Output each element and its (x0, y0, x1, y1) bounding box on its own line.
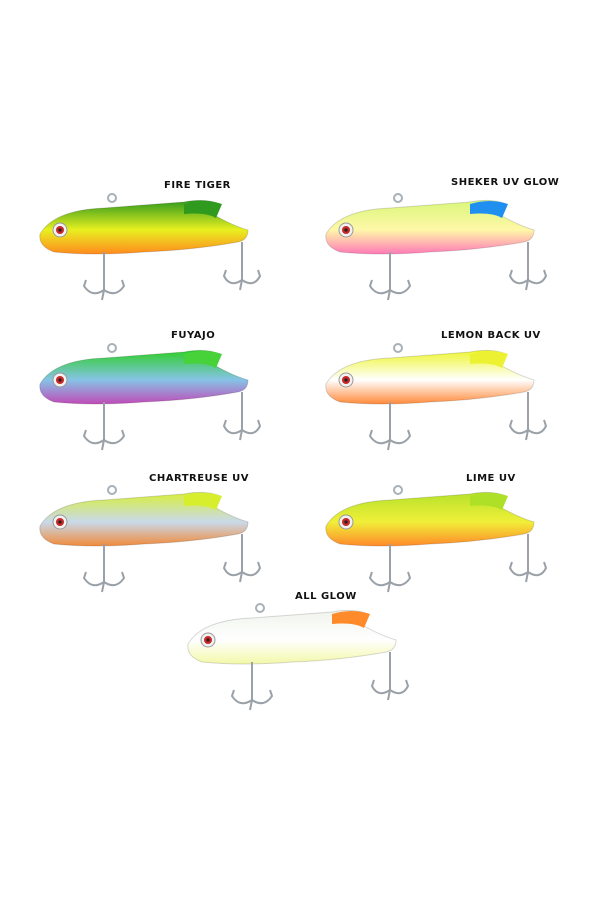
tow-eye (107, 485, 117, 495)
lure-fin (470, 493, 508, 510)
label-sheker-uv-glow: SHEKER UV GLOW (451, 177, 560, 188)
tow-eye (393, 485, 403, 495)
lure-fin (332, 611, 370, 628)
front-treble-hook (368, 544, 412, 593)
lure-fin (184, 201, 222, 218)
label-fire-tiger: FIRE TIGER (164, 180, 231, 191)
lure-body (39, 199, 249, 255)
front-treble-hook (82, 252, 126, 301)
lure-body (187, 609, 397, 665)
label-lemon-back-uv: LEMON BACK UV (441, 330, 541, 341)
lure-body (325, 199, 535, 255)
front-treble-hook (82, 402, 126, 451)
lure-fin (470, 201, 508, 218)
front-treble-hook (368, 252, 412, 301)
lure-body (39, 491, 249, 547)
lure-fire-tiger (34, 190, 274, 310)
lure-chartreuse-uv-image (39, 485, 262, 593)
label-lime-uv: LIME UV (466, 473, 516, 484)
lure-lemon-back-uv-image (325, 343, 548, 451)
label-fuyajo: FUYAJO (171, 330, 216, 341)
tow-eye (255, 603, 265, 613)
lure-body (39, 349, 249, 405)
front-treble-hook (82, 544, 126, 593)
lure-lemon-back-uv (320, 340, 560, 460)
lure-body (325, 491, 535, 547)
rear-treble-hook (222, 392, 262, 441)
tow-eye (107, 343, 117, 353)
lure-sheker-uv-glow (320, 190, 560, 310)
rear-treble-hook (222, 534, 262, 583)
rear-treble-hook (508, 242, 548, 291)
lure-fire-tiger-image (39, 193, 262, 301)
lure-all-glow (182, 600, 422, 720)
label-all-glow: ALL GLOW (295, 591, 357, 602)
lure-fin (470, 351, 508, 368)
tow-eye (393, 193, 403, 203)
rear-treble-hook (508, 392, 548, 441)
front-treble-hook (368, 402, 412, 451)
lure-lime-uv (320, 482, 560, 602)
lure-fin (184, 493, 222, 510)
lure-fin (184, 351, 222, 368)
lure-sheker-uv-glow-image (325, 193, 548, 301)
rear-treble-hook (508, 534, 548, 583)
lure-fuyajo (34, 340, 274, 460)
lure-chartreuse-uv (34, 482, 274, 602)
lure-body (325, 349, 535, 405)
lure-lime-uv-image (325, 485, 548, 593)
lure-all-glow-image (187, 603, 410, 711)
tow-eye (393, 343, 403, 353)
rear-treble-hook (222, 242, 262, 291)
front-treble-hook (230, 662, 274, 711)
label-chartreuse-uv: CHARTREUSE UV (149, 473, 250, 484)
rear-treble-hook (370, 652, 410, 701)
tow-eye (107, 193, 117, 203)
lure-fuyajo-image (39, 343, 262, 451)
